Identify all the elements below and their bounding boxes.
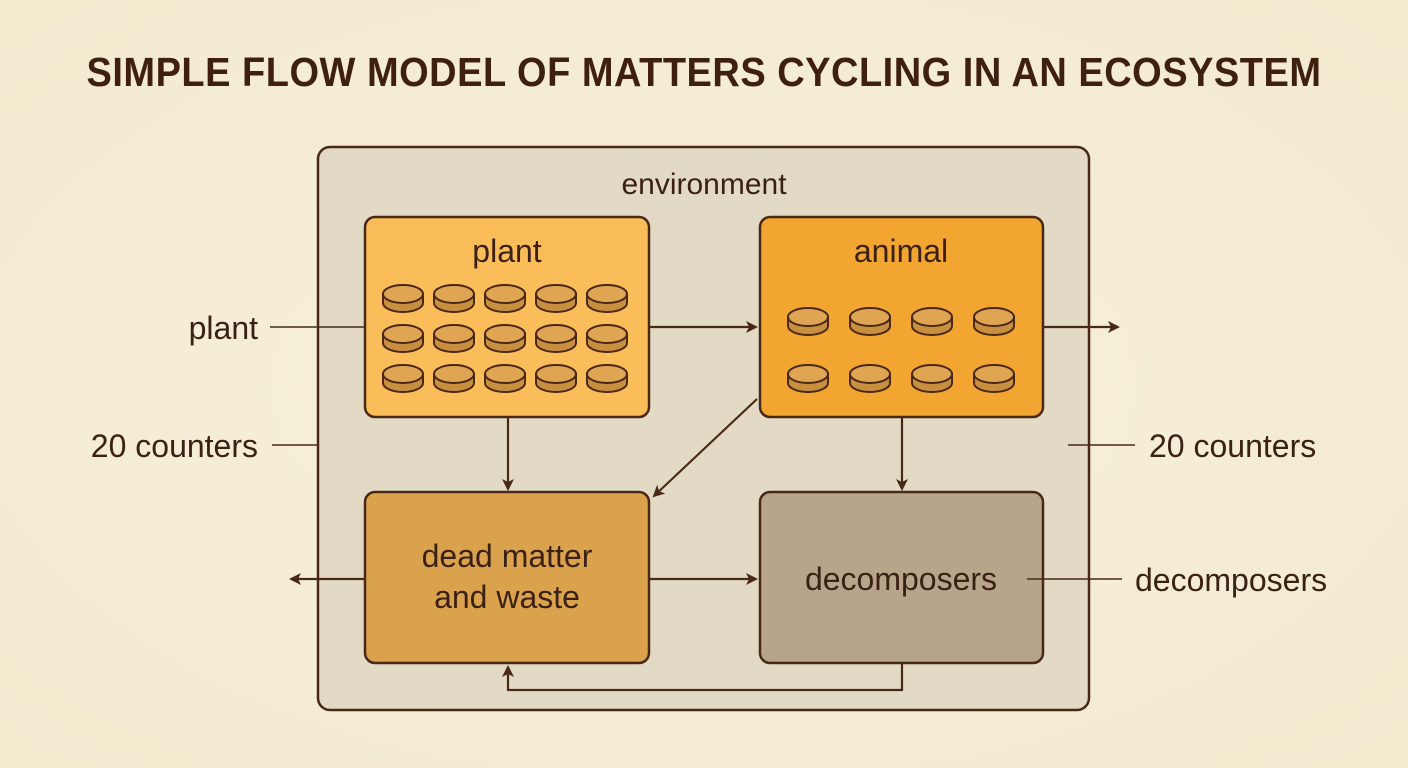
counter-token bbox=[382, 364, 424, 393]
side-label-left-counters: 20 counters bbox=[91, 428, 258, 464]
counter-token bbox=[586, 364, 628, 393]
plant-counters bbox=[382, 284, 628, 393]
counter-token bbox=[849, 364, 891, 393]
counter-token bbox=[484, 284, 526, 313]
animal-counters bbox=[787, 307, 1015, 393]
counter-token bbox=[911, 307, 953, 336]
counter-token bbox=[382, 324, 424, 353]
counter-token bbox=[433, 324, 475, 353]
arrow-decomposers-to-dead-matter bbox=[502, 663, 904, 692]
counter-token bbox=[973, 364, 1015, 393]
counter-token bbox=[586, 284, 628, 313]
side-label-decomposers: decomposers bbox=[1135, 562, 1327, 598]
environment-label: environment bbox=[621, 168, 787, 201]
counter-token bbox=[382, 284, 424, 313]
counter-token bbox=[484, 324, 526, 353]
counter-token bbox=[787, 307, 829, 336]
counter-token bbox=[849, 307, 891, 336]
dead-matter-label-line2: and waste bbox=[434, 579, 580, 615]
counter-token bbox=[535, 284, 577, 313]
counter-token bbox=[535, 364, 577, 393]
animal-box-label: animal bbox=[854, 233, 948, 269]
plant-box bbox=[363, 215, 651, 419]
dead-matter-box bbox=[363, 490, 651, 665]
animal-box bbox=[758, 215, 1045, 419]
counter-token bbox=[535, 324, 577, 353]
side-label-right-counters: 20 counters bbox=[1149, 428, 1316, 464]
arrow-animal-to-dead-matter bbox=[652, 398, 758, 498]
dead-matter-label-line1: dead matter bbox=[422, 538, 593, 574]
counter-token bbox=[484, 364, 526, 393]
decomposers-box-label: decomposers bbox=[805, 561, 997, 597]
side-label-plant: plant bbox=[189, 310, 259, 346]
counter-token bbox=[433, 364, 475, 393]
counter-token bbox=[586, 324, 628, 353]
counter-token bbox=[911, 364, 953, 393]
diagram-title: SIMPLE FLOW MODEL OF MATTERS CYCLING IN … bbox=[86, 50, 1322, 96]
counter-token bbox=[787, 364, 829, 393]
counter-token bbox=[433, 284, 475, 313]
plant-box-label: plant bbox=[472, 233, 542, 269]
counter-token bbox=[973, 307, 1015, 336]
